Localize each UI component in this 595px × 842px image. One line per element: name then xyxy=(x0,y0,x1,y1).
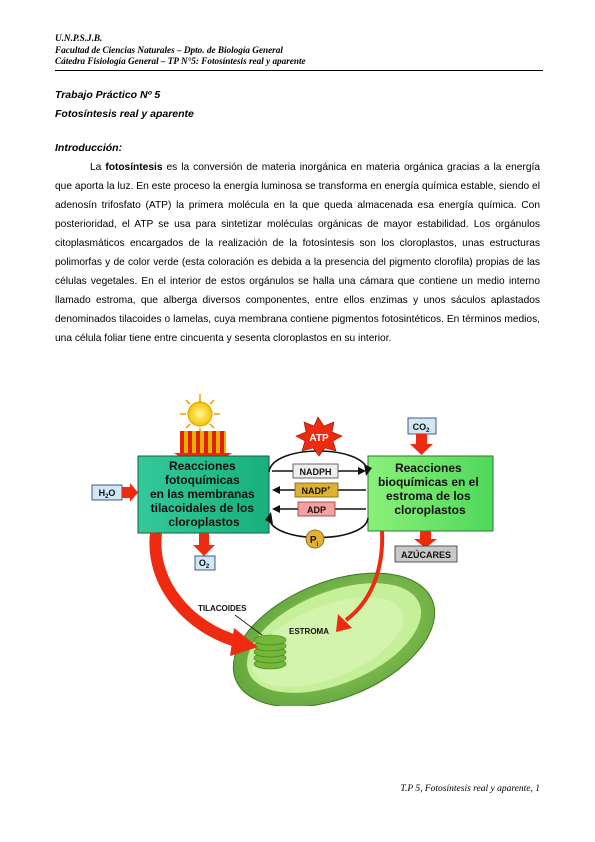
nadph-label: NADPH xyxy=(299,467,331,477)
header-divider xyxy=(55,70,543,71)
practical-number: Trabajo Práctico Nº 5 xyxy=(55,89,161,101)
nadp-label: NADP+ xyxy=(301,486,331,496)
sun-icon xyxy=(180,394,220,434)
document-title: Trabajo Práctico Nº 5 Fotosíntesis real … xyxy=(55,86,194,124)
right-box-text: Reacciones bioquímicas en el estroma de … xyxy=(378,461,482,517)
biochemical-reactions-box xyxy=(367,455,494,532)
intro-paragraph: La fotosíntesis es la conversión de mate… xyxy=(55,158,540,348)
adp-arrow: ADP xyxy=(272,501,366,517)
cycle-arrowhead-top xyxy=(364,464,372,476)
para-body: es la conversión de materia inorgánica e… xyxy=(55,162,540,345)
nadp-arrow: NADP+ xyxy=(272,482,366,498)
cycle-arrowhead-bottom xyxy=(265,512,273,524)
grana-stack xyxy=(253,634,287,670)
intro-heading: Introducción: xyxy=(55,142,123,154)
para-lead: La xyxy=(90,162,106,173)
chloroplast-illustration: TILACOIDES ESTROMA xyxy=(198,572,436,706)
pi-label: Pi xyxy=(310,535,319,548)
water-input: H2O xyxy=(91,483,138,502)
co2-label: CO2 xyxy=(413,422,431,434)
practical-title: Fotosíntesis real y aparente xyxy=(55,108,194,120)
o2-label: O2 xyxy=(199,558,210,570)
sugars-output: AZÚCARES xyxy=(394,531,458,563)
faculty-line: Facultad de Ciencias Naturales – Dpto. d… xyxy=(55,44,283,55)
left-curved-arrow xyxy=(149,532,258,656)
page-header: U.N.P.S.J.B. Facultad de Ciencias Natura… xyxy=(55,33,543,68)
photochemical-reactions-box xyxy=(137,455,270,534)
tilacoides-pointer xyxy=(234,614,263,636)
co2-input: CO2 xyxy=(407,417,437,455)
right-curved-arrow xyxy=(336,530,385,632)
para-bold-term: fotosíntesis xyxy=(105,162,163,173)
photosynthesis-diagram: Reacciones fotoquímicas en las membranas… xyxy=(91,394,494,706)
adp-label: ADP xyxy=(307,505,326,515)
oxygen-output: O2 xyxy=(193,533,216,571)
nadph-arrow: NADPH xyxy=(272,463,366,479)
course-line: Cátedra Fisiología General – TP N°5: Fot… xyxy=(55,56,306,67)
university-name: U.N.P.S.J.B. xyxy=(55,33,103,43)
atp-label: ATP xyxy=(309,433,329,444)
atp-burst: ATP xyxy=(295,416,343,457)
phosphate-badge: Pi xyxy=(305,529,325,549)
h2o-label: H2O xyxy=(99,488,116,500)
estroma-label: ESTROMA xyxy=(289,627,329,636)
sugars-label: AZÚCARES xyxy=(401,549,451,560)
left-box-text: Reacciones fotoquímicas en las membranas… xyxy=(150,459,258,529)
page-footer: T.P 5, Fotosíntesis real y aparente, 1 xyxy=(400,784,540,794)
tilacoides-label: TILACOIDES xyxy=(198,604,247,613)
